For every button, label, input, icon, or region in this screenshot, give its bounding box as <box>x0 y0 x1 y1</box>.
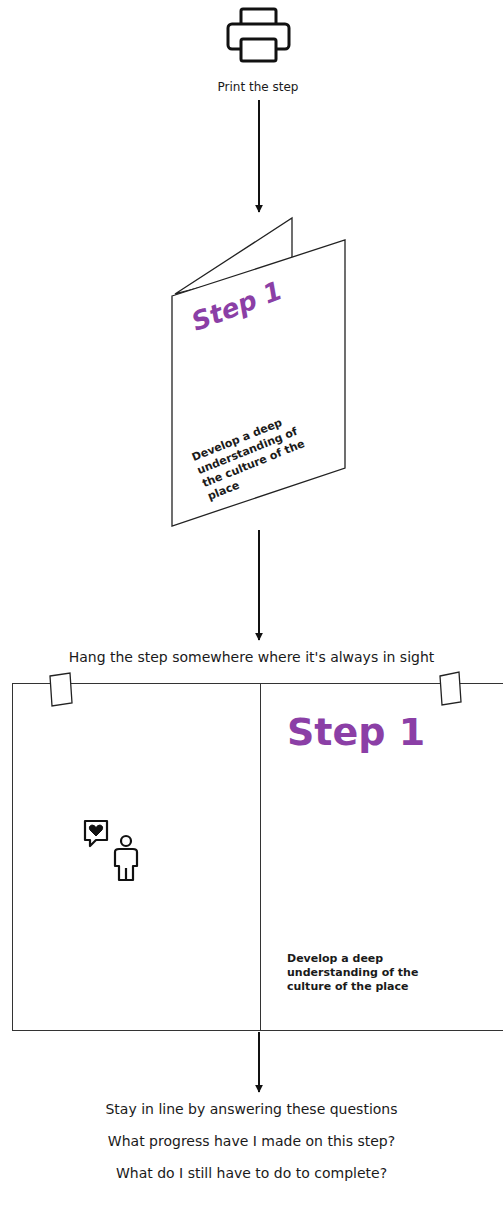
poster-fold-line <box>260 683 261 1031</box>
poster-outline <box>12 683 503 1031</box>
hung-poster: Hang the step somewhere where it's alway… <box>0 640 503 1032</box>
question-list: Stay in line by answering these question… <box>0 1092 503 1192</box>
question-heading: Stay in line by answering these question… <box>0 1100 503 1118</box>
printer-icon <box>228 9 289 61</box>
question-item: What do I still have to do to complete? <box>0 1164 503 1182</box>
tape-pieces <box>50 672 461 706</box>
flow-arrow <box>258 100 260 212</box>
flow-arrow <box>258 1032 260 1092</box>
step-caption: Print the step <box>150 80 366 95</box>
question-item: What progress have I made on this step? <box>0 1132 503 1150</box>
step-title: Step 1 <box>287 708 487 756</box>
printer-step: Print the step <box>150 0 366 100</box>
booklet-front-page <box>172 240 345 526</box>
step-description: Develop a deep understanding of the cult… <box>287 952 422 994</box>
person-feedback-icon <box>85 821 137 880</box>
step-caption: Hang the step somewhere where it's alway… <box>0 648 503 666</box>
folded-booklet: Step 1Develop a deep understanding of th… <box>165 212 350 530</box>
flow-arrow <box>258 530 260 640</box>
